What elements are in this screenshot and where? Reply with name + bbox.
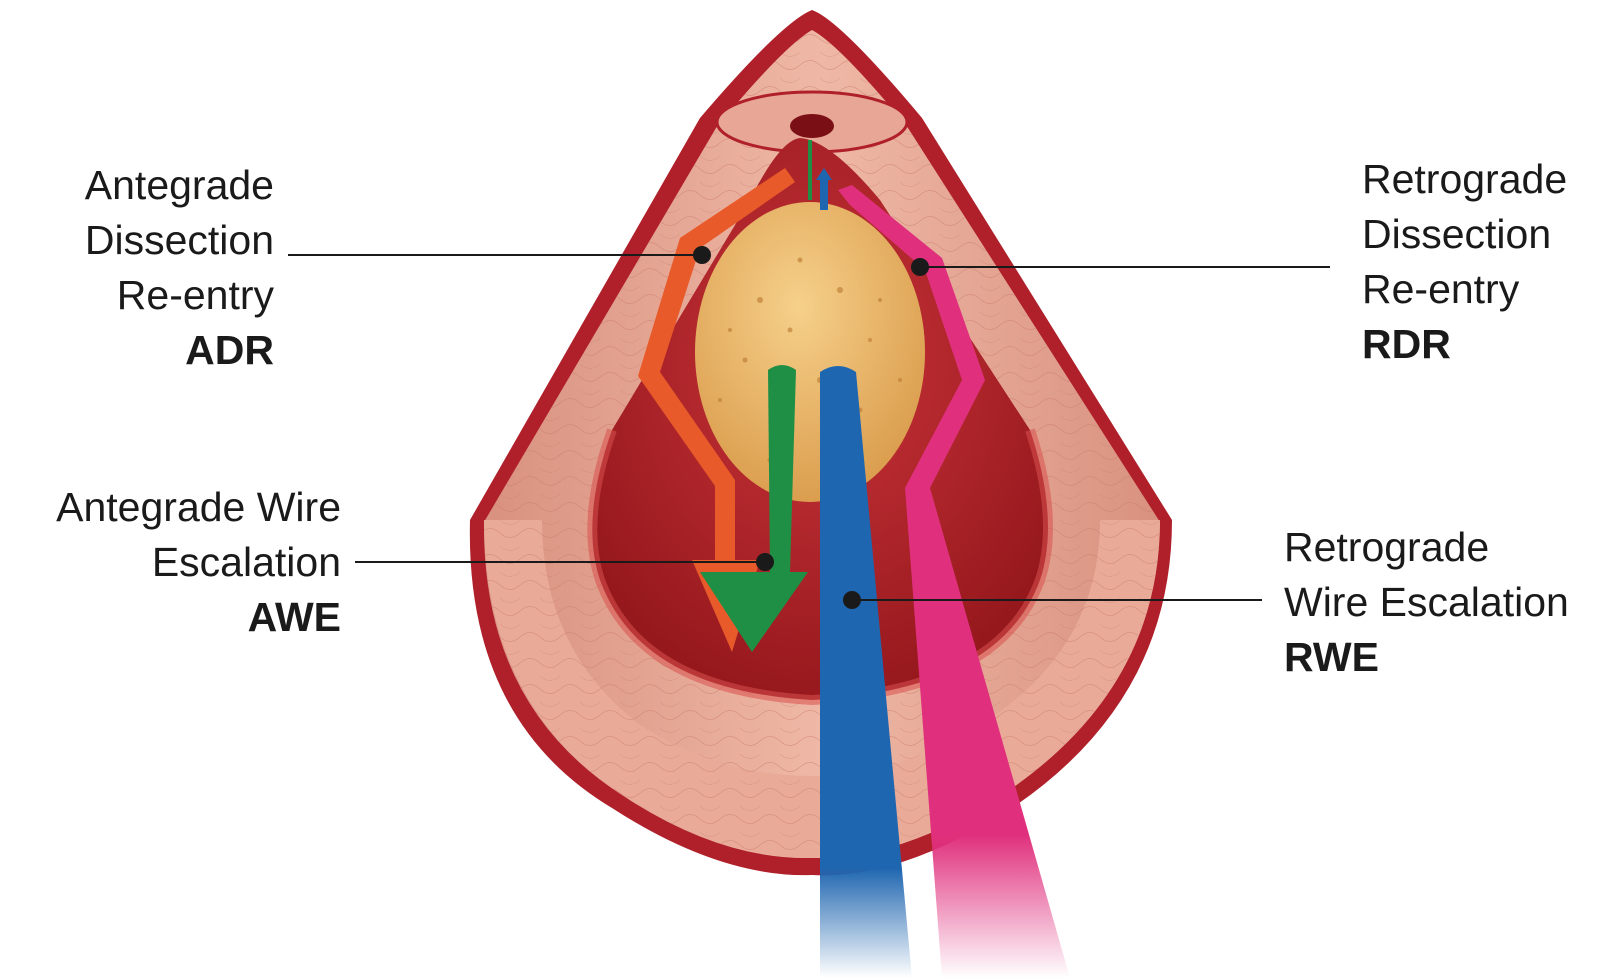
awe-dot <box>756 553 774 571</box>
rwe-abbr: RWE <box>1284 630 1569 685</box>
rdr-line3: Re-entry <box>1362 262 1567 317</box>
adr-line2: Dissection <box>85 213 274 268</box>
rwe-line1: Retrograde <box>1284 520 1569 575</box>
adr-label: Antegrade Dissection Re-entry ADR <box>85 158 274 378</box>
adr-dot <box>693 246 711 264</box>
rwe-dot <box>843 591 861 609</box>
rdr-dot <box>911 258 929 276</box>
rwe-line2: Wire Escalation <box>1284 575 1569 630</box>
rwe-label: Retrograde Wire Escalation RWE <box>1284 520 1569 685</box>
adr-line3: Re-entry <box>85 268 274 323</box>
rdr-line1: Retrograde <box>1362 152 1567 207</box>
adr-line1: Antegrade <box>85 158 274 213</box>
rdr-label: Retrograde Dissection Re-entry RDR <box>1362 152 1567 372</box>
rdr-abbr: RDR <box>1362 317 1567 372</box>
awe-line2: Escalation <box>56 535 341 590</box>
awe-abbr: AWE <box>56 590 341 645</box>
rdr-line2: Dissection <box>1362 207 1567 262</box>
awe-line1: Antegrade Wire <box>56 480 341 535</box>
adr-abbr: ADR <box>85 323 274 378</box>
cto-plaque <box>695 202 925 502</box>
awe-label: Antegrade Wire Escalation AWE <box>56 480 341 645</box>
